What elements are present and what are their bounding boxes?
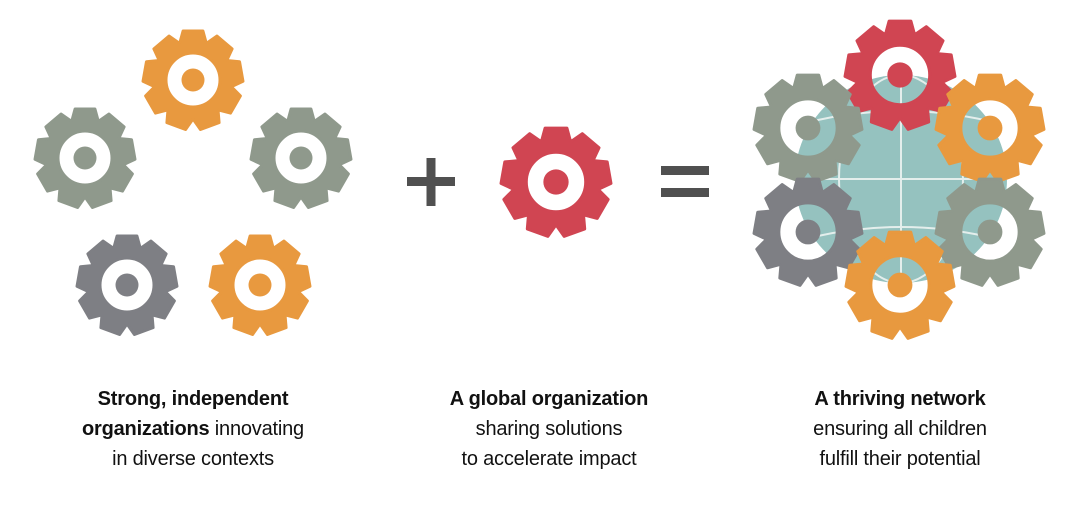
gear-body <box>934 177 1046 287</box>
gear-icon <box>844 230 956 340</box>
gear-body <box>844 230 956 340</box>
caption-right-line3: fulfill their potential <box>819 448 981 470</box>
gear-icon <box>249 107 353 209</box>
gear-icon <box>499 126 613 238</box>
gear-hub <box>887 62 913 88</box>
gear-icon <box>934 177 1046 287</box>
gear-icon <box>934 73 1046 183</box>
gear-body <box>934 73 1046 183</box>
gear-group-thriving-network <box>752 19 1046 340</box>
gear-icon <box>752 73 864 183</box>
gear-icon <box>843 19 957 131</box>
gear-hub <box>795 115 821 141</box>
caption-right-line2: ensuring all children <box>813 418 987 440</box>
gear-body <box>141 29 245 131</box>
caption-left-line3: in diverse contexts <box>112 448 274 470</box>
gear-icon <box>752 177 864 287</box>
gear-icon <box>141 29 245 131</box>
gear-icon <box>208 234 312 336</box>
plus-icon-v <box>426 158 436 206</box>
gear-body <box>249 107 353 209</box>
gear-hub <box>977 115 1003 141</box>
gear-hub <box>115 273 139 297</box>
gear-body <box>752 177 864 287</box>
gear-hub <box>795 219 821 245</box>
gear-hub <box>543 169 569 195</box>
equals-icon-top <box>661 166 709 175</box>
operators <box>407 158 709 206</box>
caption-thriving-network: A thriving network ensuring all children… <box>740 384 1060 474</box>
globe-latitude-south <box>812 226 990 238</box>
gear-group-independent-organizations <box>33 29 353 336</box>
caption-middle-line2: sharing solutions <box>475 418 623 440</box>
gear-body <box>499 126 613 238</box>
caption-middle-line3: to accelerate impact <box>461 448 637 470</box>
caption-left-line2-rest: innovating <box>209 418 304 440</box>
gear-group-global-organization <box>499 126 613 238</box>
gear-body <box>75 234 179 336</box>
gear-hub <box>887 272 913 298</box>
caption-middle-line1: A global organization <box>449 388 649 410</box>
gear-icon <box>33 107 137 209</box>
caption-left-line2-bold: organizations <box>82 418 210 440</box>
caption-left-line1: Strong, independent <box>97 388 289 410</box>
gear-body <box>208 234 312 336</box>
caption-right-line1: A thriving network <box>814 388 986 410</box>
gear-body <box>33 107 137 209</box>
gear-hub <box>181 68 205 92</box>
gear-body <box>752 73 864 183</box>
caption-global-organization: A global organization sharing solutions … <box>389 384 709 474</box>
gear-hub <box>248 273 272 297</box>
gear-hub <box>977 219 1003 245</box>
caption-independent-organizations: Strong, independent organizations innova… <box>33 384 353 474</box>
equals-icon-bottom <box>661 188 709 197</box>
gear-body <box>843 19 957 131</box>
gear-hub <box>73 146 97 170</box>
gear-hub <box>289 146 313 170</box>
gears <box>33 19 1046 340</box>
gear-icon <box>75 234 179 336</box>
